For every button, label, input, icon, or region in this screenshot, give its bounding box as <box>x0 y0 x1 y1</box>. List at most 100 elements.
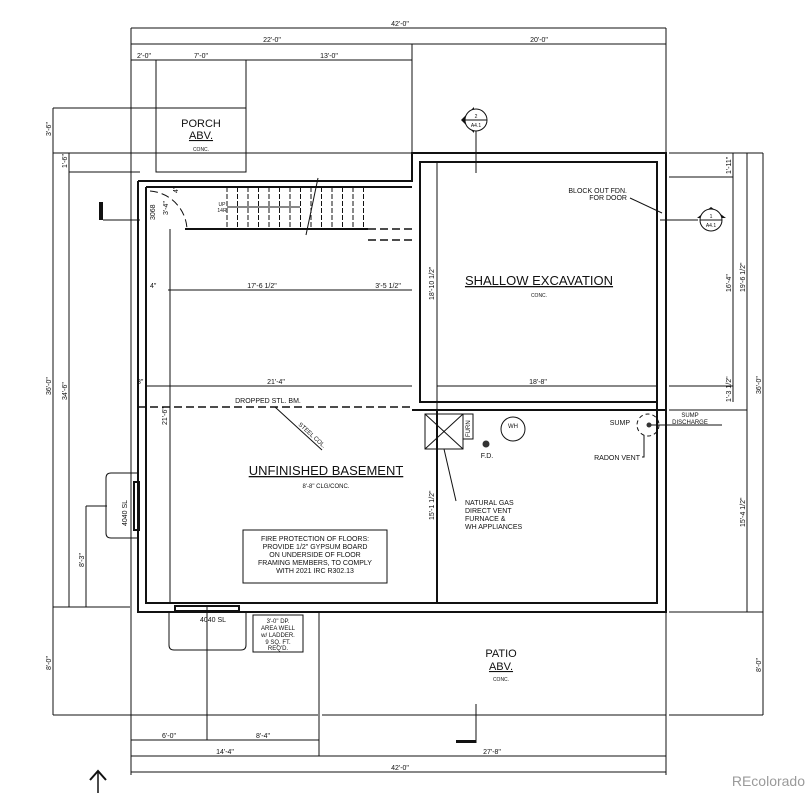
svg-text:1'-6": 1'-6" <box>62 154 69 168</box>
svg-text:NATURAL GAS: NATURAL GAS <box>465 500 514 507</box>
svg-text:18'-8": 18'-8" <box>529 379 547 386</box>
window-bottom-label: 4040 SL <box>200 617 226 624</box>
svg-text:15'-4 1/2": 15'-4 1/2" <box>740 497 747 527</box>
svg-text:3'-0" DP.: 3'-0" DP. <box>267 619 290 625</box>
window-side[interactable] <box>133 481 140 531</box>
patio-sub: ABV. <box>489 661 513 673</box>
sump-label: SUMP <box>610 420 631 427</box>
svg-text:FURNACE &: FURNACE & <box>465 516 506 523</box>
svg-text:REQ'D.: REQ'D. <box>268 646 288 652</box>
patio-title: PATIO <box>485 648 517 660</box>
svg-text:PROVIDE 1/2" GYPSUM BOARD: PROVIDE 1/2" GYPSUM BOARD <box>263 544 368 551</box>
door-label: 3068 <box>150 204 157 220</box>
svg-text:6'-0": 6'-0" <box>162 733 176 740</box>
floor-drain-icon <box>482 440 490 448</box>
section-cut-marker-left <box>99 202 103 220</box>
svg-text:3'-6": 3'-6" <box>46 122 53 136</box>
svg-text:13'-0": 13'-0" <box>320 53 338 60</box>
porch-sub: ABV. <box>189 130 213 142</box>
svg-text:3'-4": 3'-4" <box>163 201 170 215</box>
section-2-sheet: A4.1 <box>471 123 482 129</box>
svg-text:15'-1 1/2": 15'-1 1/2" <box>429 490 436 520</box>
svg-text:2'-0": 2'-0" <box>137 53 151 60</box>
dimension-labels: 42'-0" 22'-0" 20'-0" 2'-0" 7'-0" 13'-0" … <box>46 21 763 772</box>
north-arrow-icon <box>89 769 107 793</box>
svg-text:22'-0": 22'-0" <box>263 37 281 44</box>
svg-text:34'-6": 34'-6" <box>62 382 69 400</box>
stair-risers-label: 14R <box>217 208 227 214</box>
patio-material: CONC. <box>493 677 509 683</box>
gas-leader <box>443 448 457 502</box>
svg-text:4": 4" <box>173 186 180 193</box>
svg-text:WITH 2021 IRC R302.13: WITH 2021 IRC R302.13 <box>276 568 354 575</box>
furnace-label: FURN <box>466 420 472 437</box>
svg-text:4": 4" <box>150 283 157 290</box>
stairs[interactable] <box>185 177 412 241</box>
svg-text:w/ LADDER.: w/ LADDER. <box>260 633 295 639</box>
floor-drain-label: F.D. <box>481 453 494 460</box>
svg-text:36'-0": 36'-0" <box>46 377 53 395</box>
svg-text:42'-0": 42'-0" <box>391 21 409 28</box>
note-block-out: BLOCK OUT FDN. <box>568 188 627 195</box>
svg-text:8": 8" <box>137 379 144 386</box>
section-marker-1 <box>660 207 726 232</box>
svg-text:WH APPLIANCES: WH APPLIANCES <box>465 524 523 531</box>
steel-col-leader <box>274 406 323 451</box>
svg-text:8'-0": 8'-0" <box>756 658 763 672</box>
porch-material: CONC. <box>193 147 209 153</box>
note-steel-col: STEEL COL. <box>297 422 327 450</box>
door-swing <box>149 190 188 230</box>
porch-outline <box>155 107 247 173</box>
section-2-num: 2 <box>475 114 478 120</box>
svg-text:7'-0": 7'-0" <box>194 53 208 60</box>
window-bottom[interactable] <box>174 605 240 612</box>
svg-text:FIRE PROTECTION OF FLOORS:: FIRE PROTECTION OF FLOORS: <box>261 536 369 543</box>
svg-text:1'-3 1/2": 1'-3 1/2" <box>726 376 733 402</box>
svg-text:8'-3": 8'-3" <box>79 553 86 567</box>
area-well-note-box <box>252 614 304 653</box>
radon-vent-label: RADON VENT <box>594 455 641 462</box>
svg-text:42'-0": 42'-0" <box>391 765 409 772</box>
svg-text:16'-4": 16'-4" <box>726 274 733 292</box>
walls <box>137 152 667 613</box>
window-side-label: 4040 SL <box>122 500 129 526</box>
svg-text:36'-0": 36'-0" <box>756 376 763 394</box>
gas-note: NATURAL GAS DIRECT VENT FURNACE & WH APP… <box>465 500 523 531</box>
svg-text:18'-10 1/2": 18'-10 1/2" <box>429 266 436 300</box>
shallow-material: CONC. <box>531 293 547 299</box>
fire-note-box <box>242 529 388 584</box>
shallow-title: SHALLOW EXCAVATION <box>465 273 613 288</box>
basement-title: UNFINISHED BASEMENT <box>249 463 404 478</box>
svg-text:FRAMING MEMBERS, TO COMPLY: FRAMING MEMBERS, TO COMPLY <box>258 560 372 567</box>
svg-text:19'-6 1/2": 19'-6 1/2" <box>740 262 747 292</box>
svg-text:8'-0": 8'-0" <box>46 656 53 670</box>
note-block-out: FOR DOOR <box>589 195 627 202</box>
sump-discharge-label: SUMP <box>681 413 698 419</box>
svg-text:8'-4": 8'-4" <box>256 733 270 740</box>
area-well-note: 3'-0" DP. AREA WELL w/ LADDER. 9 SQ. FT.… <box>260 619 296 652</box>
section-marker-2 <box>461 107 488 173</box>
svg-text:ON UNDERSIDE OF FLOOR: ON UNDERSIDE OF FLOOR <box>269 552 360 559</box>
window-well-side <box>105 472 138 539</box>
svg-text:1'-11": 1'-11" <box>726 156 733 174</box>
svg-text:21'-6": 21'-6" <box>162 407 169 425</box>
svg-text:9 SQ. FT.: 9 SQ. FT. <box>265 640 291 646</box>
svg-text:17'-6 1/2": 17'-6 1/2" <box>247 283 277 290</box>
porch-title: PORCH <box>181 118 221 130</box>
stair-up-label: UP <box>219 202 227 208</box>
basement-material: 8'-8" CLG/CONC. <box>303 484 350 490</box>
furnace[interactable] <box>424 413 474 450</box>
svg-text:AREA WELL: AREA WELL <box>261 626 296 632</box>
area-well <box>168 612 247 651</box>
svg-text:27'-8": 27'-8" <box>483 749 501 756</box>
note-dropped-beam: DROPPED STL. BM. <box>235 398 301 405</box>
svg-text:21'-4": 21'-4" <box>267 379 285 386</box>
section-1-num: 1 <box>710 214 713 220</box>
svg-text:14'-4": 14'-4" <box>216 749 234 756</box>
water-heater-icon[interactable] <box>500 416 526 442</box>
fire-note: FIRE PROTECTION OF FLOORS: PROVIDE 1/2" … <box>258 536 372 575</box>
watermark: REcolorado <box>731 773 805 789</box>
section-1-sheet: A4.1 <box>706 223 717 229</box>
water-heater-label: WH <box>508 424 518 430</box>
